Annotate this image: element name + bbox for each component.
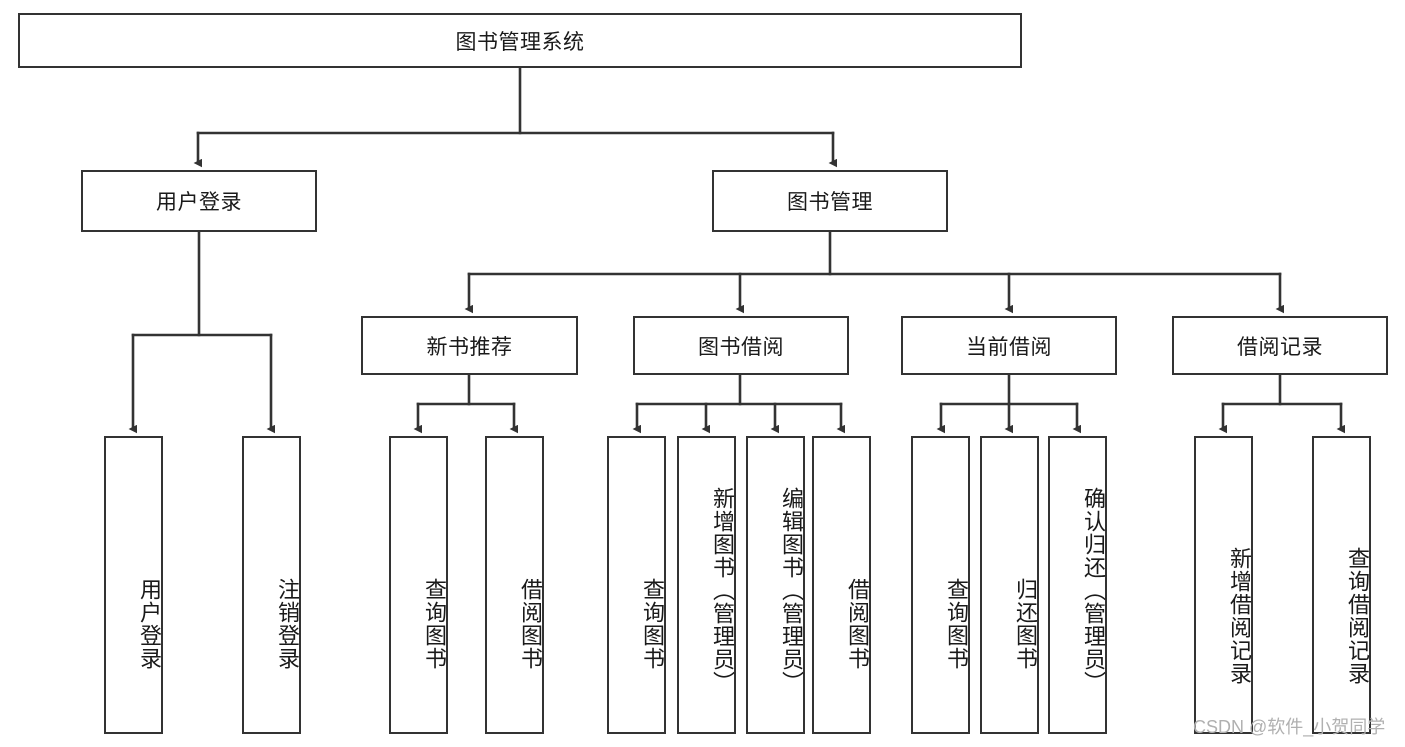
node-label: 借阅记录 bbox=[1237, 335, 1323, 359]
node-label: 图书管理 bbox=[787, 191, 873, 214]
leaf-borrow-book-borrow[interactable]: 借阅图书 bbox=[812, 436, 871, 734]
leaf-logout-login[interactable]: 注销登录 bbox=[242, 436, 301, 734]
csdn-watermark: CSDN @软件_小贺同学 bbox=[1193, 717, 1386, 737]
leaf-query-book-borrow[interactable]: 查询图书 bbox=[607, 436, 666, 734]
node-label: 用户登录 bbox=[156, 191, 242, 214]
leaf-query-book-recommend[interactable]: 查询图书 bbox=[389, 436, 448, 734]
node-label: 编辑图书（管理员） bbox=[779, 486, 804, 694]
node-label: 当前借阅 bbox=[966, 335, 1052, 359]
node-label: 查询图书 bbox=[422, 578, 447, 670]
node-label: 图书借阅 bbox=[698, 335, 784, 359]
leaf-add-borrow-record[interactable]: 新增借阅记录 bbox=[1194, 436, 1253, 734]
node-label: 用户登录 bbox=[137, 578, 162, 670]
node-current-borrow[interactable]: 当前借阅 bbox=[901, 316, 1117, 375]
node-label: 新增图书（管理员） bbox=[710, 486, 735, 694]
leaf-query-book-current[interactable]: 查询图书 bbox=[911, 436, 970, 734]
node-user-login[interactable]: 用户登录 bbox=[81, 170, 317, 232]
leaf-user-login[interactable]: 用户登录 bbox=[104, 436, 163, 734]
leaf-edit-book-admin[interactable]: 编辑图书（管理员） bbox=[746, 436, 805, 734]
leaf-borrow-book-recommend[interactable]: 借阅图书 bbox=[485, 436, 544, 734]
node-label: 查询图书 bbox=[640, 578, 665, 670]
node-label: 归还图书 bbox=[1013, 578, 1038, 670]
leaf-confirm-return-admin[interactable]: 确认归还（管理员） bbox=[1048, 436, 1107, 734]
node-label: 注销登录 bbox=[275, 578, 300, 670]
node-label: 查询图书 bbox=[944, 578, 969, 670]
node-book-borrow[interactable]: 图书借阅 bbox=[633, 316, 849, 375]
node-label: 借阅图书 bbox=[518, 578, 543, 670]
node-book-management[interactable]: 图书管理 bbox=[712, 170, 948, 232]
leaf-add-book-admin[interactable]: 新增图书（管理员） bbox=[677, 436, 736, 734]
node-label: 借阅图书 bbox=[845, 578, 870, 670]
node-borrow-record[interactable]: 借阅记录 bbox=[1172, 316, 1388, 375]
node-label: 查询借阅记录 bbox=[1345, 547, 1370, 685]
node-label: 新书推荐 bbox=[426, 335, 513, 359]
leaf-return-book[interactable]: 归还图书 bbox=[980, 436, 1039, 734]
node-new-book-recommend[interactable]: 新书推荐 bbox=[361, 316, 578, 375]
node-label: 图书管理系统 bbox=[455, 30, 585, 54]
node-label: 确认归还（管理员） bbox=[1081, 486, 1106, 694]
leaf-query-borrow-record[interactable]: 查询借阅记录 bbox=[1312, 436, 1371, 734]
node-root-book-management-system[interactable]: 图书管理系统 bbox=[18, 13, 1022, 68]
node-label: 新增借阅记录 bbox=[1227, 547, 1252, 685]
